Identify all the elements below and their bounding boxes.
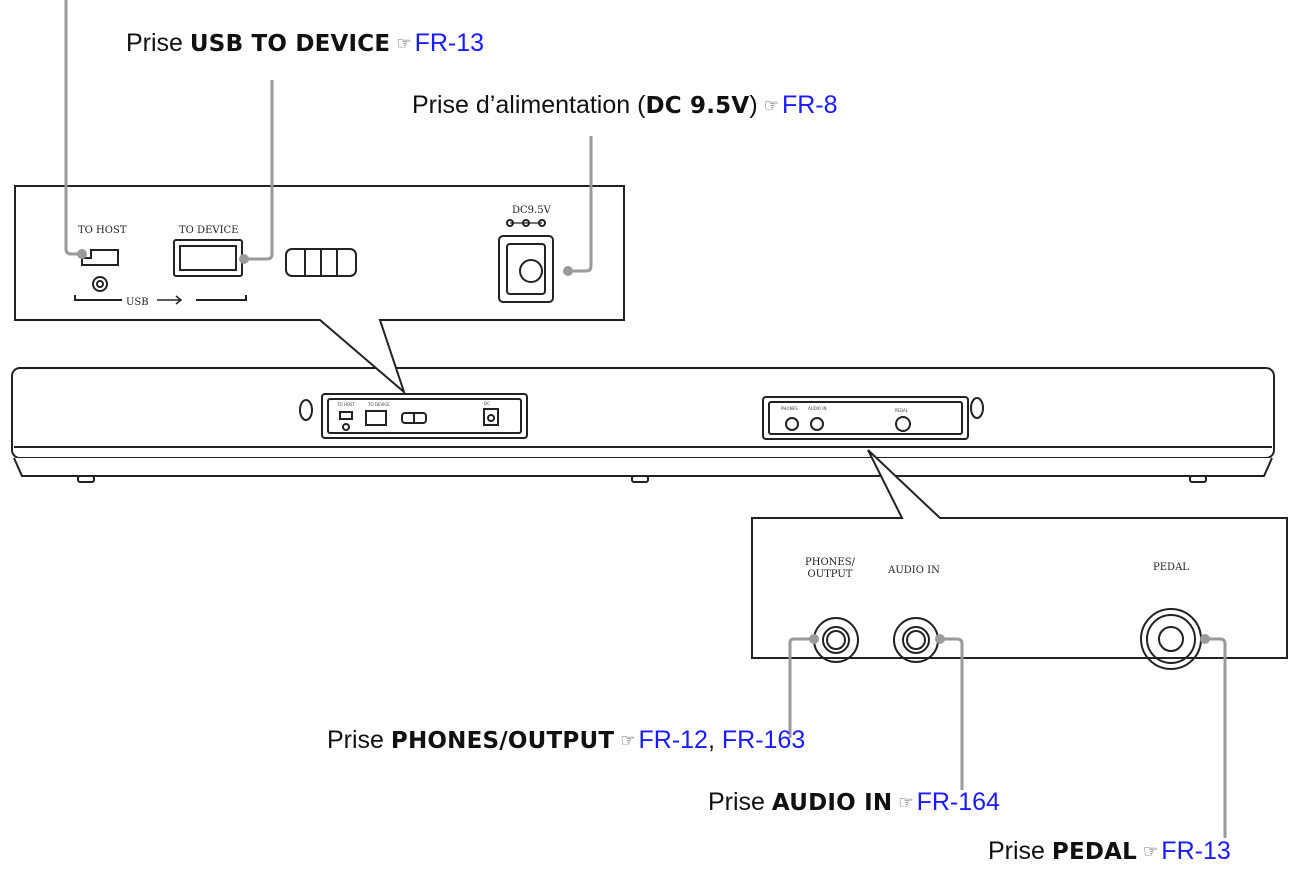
callout-usb-to-device: Prise USB TO DEVICE☞FR-13 [126, 29, 485, 57]
leader-dots [77, 249, 1210, 644]
svg-text:TO HOST: TO HOST [336, 402, 356, 407]
pointing-hand-icon: ☞ [396, 34, 412, 53]
pointing-hand-icon: ☞ [1143, 842, 1159, 861]
usb-power-zoom-callout [14, 185, 625, 396]
audio-pedal-zoom-callout [751, 449, 1288, 659]
label-pedal: PEDAL [1153, 562, 1189, 573]
label-phones-line1: PHONES/ [805, 557, 856, 568]
usb-power-panel [74, 219, 554, 305]
label-to-device: TO DEVICE [179, 225, 239, 236]
callout-audio-in: Prise AUDIO IN☞FR-164 [708, 788, 1000, 816]
ref-link[interactable]: FR-8 [781, 91, 838, 119]
ref-link[interactable]: FR-13 [1161, 837, 1231, 865]
callout-phones-output: Prise PHONES/OUTPUT☞FR-12, FR-163 [327, 726, 806, 754]
ref-link[interactable]: FR-164 [916, 788, 1000, 816]
pointing-hand-icon: ☞ [898, 793, 914, 812]
label-dc: DC9.5V [512, 205, 552, 216]
svg-text:PEDAL: PEDAL [895, 408, 909, 413]
label-usb: USB [126, 297, 149, 308]
label-to-host: TO HOST [78, 225, 127, 236]
label-phones-line2: OUTPUT [808, 569, 853, 580]
svg-text:TO DEVICE: TO DEVICE [367, 402, 390, 407]
svg-text:DC: DC [484, 401, 490, 406]
svg-text:PHONES: PHONES [781, 406, 798, 411]
pointing-hand-icon: ☞ [620, 731, 636, 750]
callout-pedal: Prise PEDAL☞FR-13 [988, 837, 1231, 865]
pointing-hand-icon: ☞ [763, 96, 779, 115]
label-audio-in: AUDIO IN [887, 565, 940, 576]
ref-link[interactable]: FR-12 [638, 726, 708, 754]
keyboard-body [11, 367, 1275, 483]
svg-text:AUDIO IN: AUDIO IN [808, 406, 827, 411]
ref-link[interactable]: FR-163 [721, 726, 806, 754]
leader-lines [64, 0, 1227, 838]
ref-link[interactable]: FR-13 [414, 29, 485, 57]
callout-power-dc: Prise d’alimentation (DC 9.5V)☞FR-8 [412, 91, 838, 119]
